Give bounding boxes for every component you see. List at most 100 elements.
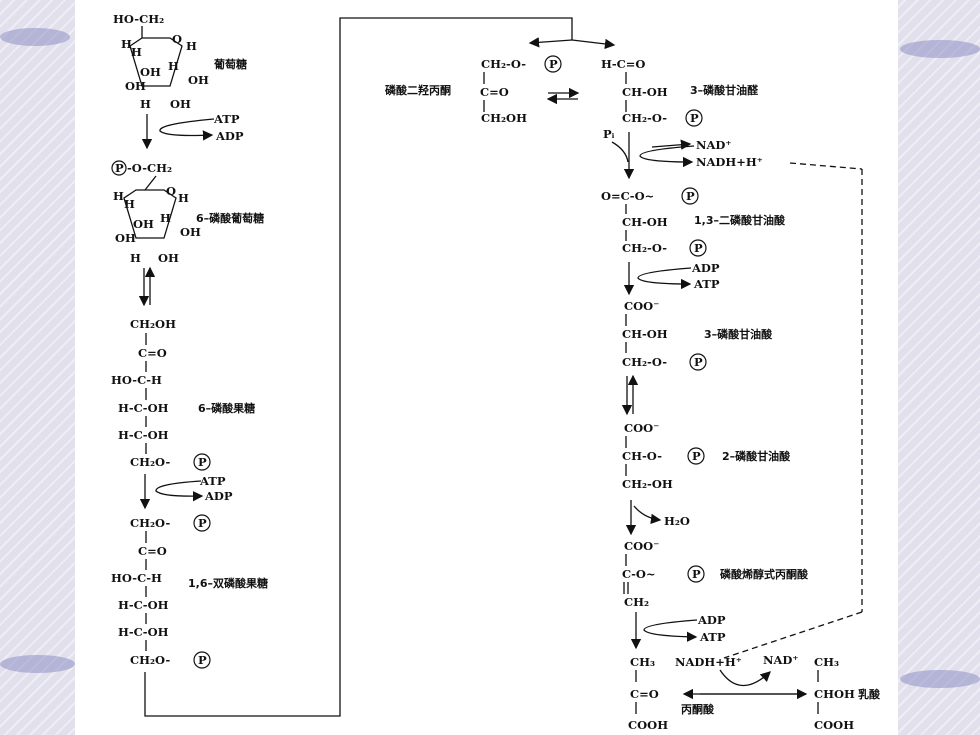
g6p-ring-label: H <box>178 191 189 205</box>
decorative-wave-left <box>0 28 70 46</box>
pep-name: 磷酸烯醇式丙酮酸 <box>720 567 809 581</box>
lactate-line: CHOH <box>814 687 855 701</box>
phosphate-icon <box>689 353 707 371</box>
step8-reversible-arrow <box>621 374 639 416</box>
pg2-name: 2–磷酸甘油酸 <box>722 449 791 463</box>
step6-pi: Pᵢ <box>603 127 615 141</box>
pg2-line: COO⁻ <box>624 421 659 435</box>
glucose-ring <box>129 37 183 87</box>
step9-arrow: H₂O <box>625 500 690 536</box>
pg3-line: CH-OH <box>622 327 668 341</box>
f6p-line: CH₂O- <box>130 455 170 469</box>
phosphate-icon <box>193 651 211 669</box>
g6p-ring-label: H <box>113 189 124 203</box>
fbp-line: CH₂O- <box>130 516 170 530</box>
pg2-line: CH-O- <box>622 449 662 463</box>
f6p-line: HO-C-H <box>111 373 162 387</box>
g3p-structure: H-C=O CH-OH 3–磷酸甘油醛 CH₂-O- P <box>601 57 759 127</box>
decorative-wave-right <box>900 40 980 58</box>
glucose-ring-label: OH <box>140 65 161 79</box>
f6p-line: H-C-OH <box>118 428 169 442</box>
step10-adp: ADP <box>697 613 726 627</box>
fructose-6-phosphate-structure: CH₂OH C=O HO-C-H H-C-OH H-C-OH CH₂O- P 6… <box>111 317 255 471</box>
dhap-line: C=O <box>480 85 509 99</box>
pyruvate-name: 丙酮酸 <box>681 702 715 716</box>
pg3-line: CH₂-O- <box>622 355 667 369</box>
glucose-name: 葡萄糖 <box>213 57 247 71</box>
fbp-line: H-C-OH <box>118 598 169 612</box>
decorative-wave-bottom-left <box>0 655 75 673</box>
g3p-line: CH-OH <box>622 85 668 99</box>
glucose-ring-label: H <box>121 37 132 51</box>
g3p-p: P <box>690 111 699 125</box>
fbp-line: CH₂O- <box>130 653 170 667</box>
glucose-ring-label: H <box>131 45 142 59</box>
f6p-line: CH₂OH <box>130 317 176 331</box>
step2-reversible-arrow <box>138 266 156 307</box>
glucose-ring-label: H <box>186 39 197 53</box>
pyruvate-line: C=O <box>630 687 659 701</box>
bpg-p: P <box>686 189 695 203</box>
g6p-ring-label: OH <box>180 225 201 239</box>
step6-nad: NAD⁺ <box>696 138 731 152</box>
bpg-p: P <box>694 241 703 255</box>
pg3-name: 3–磷酸甘油酸 <box>704 327 773 341</box>
lactate-name: 乳酸 <box>858 687 881 701</box>
pep-line: COO⁻ <box>624 539 659 553</box>
glucose-ch2: HO-CH₂ <box>113 12 164 26</box>
pyruvate-line: CH₃ <box>630 655 655 669</box>
step7-arrow: ADP ATP <box>623 261 720 296</box>
f6p-name: 6–磷酸果糖 <box>198 401 255 415</box>
g6p-ring-label: OH <box>115 231 136 245</box>
step7-adp: ADP <box>691 261 720 275</box>
g3p-line: H-C=O <box>601 57 645 71</box>
phosphate-icon <box>111 160 127 176</box>
glucose-ring-label: H <box>140 97 151 111</box>
dhap-line: CH₂-O- <box>481 57 526 71</box>
f6p-p: P <box>198 455 207 469</box>
bpg-line: CH-OH <box>622 215 668 229</box>
fbp-p: P <box>198 516 207 530</box>
g6p-name: 6–磷酸葡萄糖 <box>196 211 264 225</box>
pep-p: P <box>692 567 701 581</box>
fbp-line: HO-C-H <box>111 571 162 585</box>
g6p-ch2: -O-CH₂ <box>127 161 172 175</box>
phosphate-icon <box>689 239 707 257</box>
pg3-p: P <box>694 355 703 369</box>
glucose-structure: HO-CH₂ H H O H OH H OH OH H OH 葡萄糖 <box>113 12 247 111</box>
dhap-p: P <box>549 57 558 71</box>
dhap-structure: 磷酸二羟丙酮 CH₂-O- P C=O CH₂OH <box>385 55 562 125</box>
step3-atp: ATP <box>199 474 226 488</box>
g6p-ring-label: O <box>166 184 176 198</box>
lactate-line: CH₃ <box>814 655 839 669</box>
phosphate-icon <box>687 565 705 583</box>
glucose-ring-label: O <box>172 32 182 46</box>
step10-atp: ATP <box>699 630 726 644</box>
bpg-line: O=C-O~ <box>601 189 654 203</box>
step11-nadh: NADH+H⁺ <box>675 655 742 669</box>
g6p-ring <box>123 189 177 239</box>
pyruvate-line: COOH <box>628 718 668 732</box>
dhap-line: CH₂OH <box>481 111 527 125</box>
glucose-ring-label: OH <box>170 97 191 111</box>
g3p-line: CH₂-O- <box>622 111 667 125</box>
step7-atp: ATP <box>693 277 720 291</box>
phosphate-icon <box>193 514 211 532</box>
pep-line: CH₂ <box>624 595 649 609</box>
step9-h2o: H₂O <box>664 514 690 528</box>
pep-structure: COO⁻ C-O~ P 磷酸烯醇式丙酮酸 CH₂ <box>622 539 809 609</box>
aldolase-connector <box>144 17 616 717</box>
phosphate-icon <box>544 55 562 73</box>
bpg-name: 1,3–二磷酸甘油酸 <box>694 213 786 227</box>
pyruvate-structure: CH₃ C=O COOH 丙酮酸 <box>628 655 715 732</box>
pg3-structure: COO⁻ CH-OH 3–磷酸甘油酸 CH₂-O- P <box>622 299 773 371</box>
dhap-name: 磷酸二羟丙酮 <box>385 83 451 97</box>
glucose-ring-label: OH <box>188 73 209 87</box>
diagram-panel <box>75 0 898 735</box>
phosphate-icon <box>687 447 705 465</box>
step3-adp: ADP <box>204 489 233 503</box>
isomerase-equilibrium-arrows <box>546 87 580 105</box>
decorative-wave-bottom-right <box>900 670 980 688</box>
g6p-ring-label: H <box>130 251 141 265</box>
pg2-line: CH₂-OH <box>622 477 673 491</box>
